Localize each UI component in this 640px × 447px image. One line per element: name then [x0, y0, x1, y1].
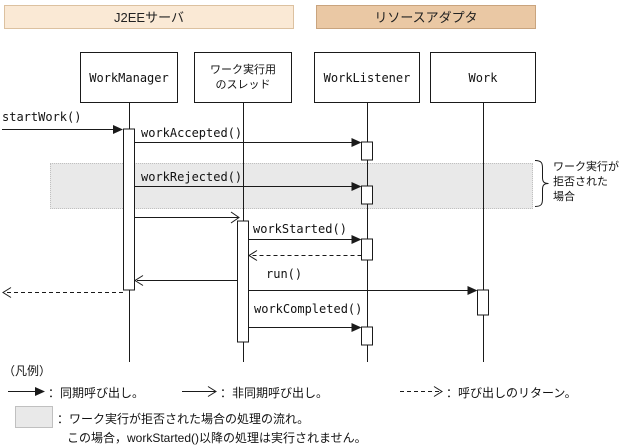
activation-workmanager — [123, 128, 135, 291]
legend-title: （凡例） — [3, 364, 52, 378]
arrow-workstarted-head — [351, 235, 362, 244]
legend-band-note-line1: ：ワーク実行が拒否された場合の処理の流れ。 — [57, 412, 310, 426]
participant-worklistener-label: WorkListener — [323, 70, 411, 85]
message-label-workrejected: workRejected() — [141, 170, 243, 184]
participant-work-label: Work — [468, 70, 498, 85]
group-header-j2ee-server: J2EEサーバ — [4, 5, 294, 29]
annotation-text-line1: ワーク実行が — [553, 161, 619, 173]
participant-thread-label-line2: のスレッド — [215, 78, 271, 91]
legend-band-swatch — [15, 406, 53, 428]
annotation-text-line2: 拒否された — [553, 176, 608, 188]
legend-async-label: ：非同期呼び出し。 — [220, 386, 329, 400]
activation-worklistener-completed — [361, 326, 373, 346]
participant-worklistener: WorkListener — [314, 52, 420, 103]
participant-work: Work — [430, 52, 536, 103]
participant-workmanager-label: WorkManager — [89, 70, 169, 85]
legend-sync-label: ：同期呼び出し。 — [48, 386, 145, 400]
arrow-dispatch-thread-head — [230, 211, 240, 224]
group-header-resource-adapter: リソースアダプタ — [316, 5, 536, 29]
arrow-return-startwork-head — [2, 287, 12, 298]
annotation-brace — [534, 160, 549, 207]
legend-async-arrow-head — [207, 386, 217, 397]
arrow-workrejected-head — [351, 182, 362, 191]
annotation-text-line3: 場合 — [553, 191, 575, 203]
activation-work — [477, 289, 489, 316]
message-label-workstarted: workStarted() — [253, 222, 347, 236]
message-label-startwork: startWork() — [2, 110, 82, 124]
activation-worklistener-accepted — [361, 141, 373, 161]
arrow-notify-workmanager-head — [134, 275, 144, 286]
arrow-workaccepted-head — [351, 138, 362, 147]
activation-worklistener-rejected — [361, 185, 373, 205]
legend-sync-arrow-head — [35, 387, 45, 396]
participant-workmanager: WorkManager — [80, 52, 178, 103]
message-label-run: run() — [266, 267, 303, 281]
activation-worklistener-started — [361, 238, 373, 261]
activation-thread — [237, 220, 249, 343]
message-label-workcompleted: workCompleted() — [254, 302, 363, 316]
message-label-workaccepted: workAccepted() — [141, 126, 243, 140]
participant-thread: ワーク実行用 のスレッド — [194, 52, 292, 103]
arrow-startwork-head — [113, 125, 123, 134]
legend-return-label: ：呼び出しのリターン。 — [446, 386, 577, 400]
arrow-return-workstarted-head — [248, 250, 258, 261]
arrow-run-head — [467, 286, 478, 295]
legend-band-note-line2: この場合，workStarted()以降の処理は実行されません。 — [67, 431, 367, 445]
arrow-workcompleted-head — [351, 323, 362, 332]
legend-return-arrow-head — [433, 386, 443, 397]
participant-thread-label-line1: ワーク実行用 — [210, 63, 276, 76]
